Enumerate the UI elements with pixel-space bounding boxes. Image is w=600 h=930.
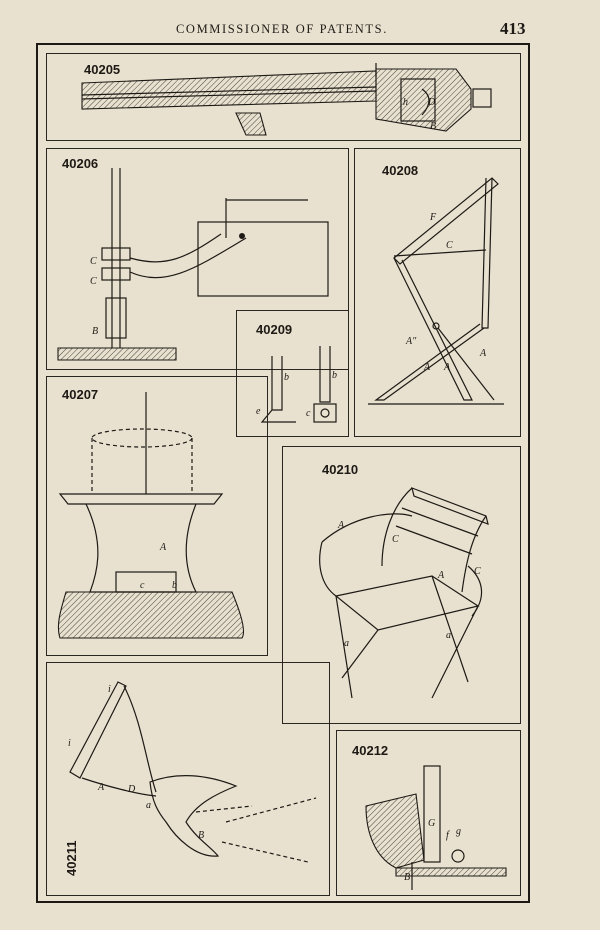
label-40209-b2: b <box>332 370 337 381</box>
figure-number-40206: 40206 <box>62 156 99 171</box>
figure-number-40205: 40205 <box>84 62 121 77</box>
label-40209-c: c <box>306 408 311 419</box>
label-40205-B: B <box>430 121 436 132</box>
figure-panel-40210 <box>282 446 521 724</box>
drawing-40210-chair: A C A C a a <box>319 487 489 699</box>
label-40207-c: c <box>140 580 145 591</box>
figure-panel-40207 <box>46 376 268 656</box>
label-40206-C2: C <box>90 276 97 287</box>
figure-number-40212: 40212 <box>352 743 389 758</box>
page-number: 413 <box>500 19 526 38</box>
label-40211-A: A <box>97 782 105 793</box>
figure-panel-40206 <box>46 148 349 370</box>
figure-panel-40205 <box>46 53 521 141</box>
drawing-40212-detail: G f g B <box>365 765 507 890</box>
label-40206-B: B <box>92 326 98 337</box>
drawing-40208-frame: F C A" A A A <box>368 177 504 405</box>
figure-panel-40209 <box>236 310 349 437</box>
label-40205-h: h <box>403 97 408 108</box>
figure-panel-40211 <box>46 662 330 896</box>
label-40212-B: B <box>404 872 410 883</box>
label-40208-F: F <box>429 212 437 223</box>
figure-panel-40212 <box>336 730 521 896</box>
figure-panel-40208 <box>354 148 521 437</box>
label-40209-b1: b <box>284 372 289 383</box>
label-40208-C: C <box>446 240 453 251</box>
label-40210-C1: C <box>392 534 399 545</box>
label-40208-A2: A <box>443 362 451 373</box>
label-40210-a2: a <box>446 630 451 641</box>
label-40211-B: B <box>198 830 204 841</box>
label-40212-G: G <box>428 818 435 829</box>
label-40207-b: b <box>172 580 177 591</box>
plate-frame <box>36 43 530 903</box>
drawing-40206-apparatus: C C B <box>57 168 329 361</box>
drawing-40209-detail: b b e c <box>256 346 337 423</box>
label-40210-a1: a <box>344 638 349 649</box>
label-40212-g: g <box>456 826 461 837</box>
label-40210-A1: A <box>337 520 345 531</box>
label-40211-i1: i <box>108 684 111 695</box>
drawing-40207-lamp: A c b <box>57 392 245 639</box>
label-40211-a: a <box>146 800 151 811</box>
label-40208-A1: A <box>423 362 431 373</box>
label-40210-C2: C <box>474 566 481 577</box>
running-header: COMMISSIONER OF PATENTS. <box>176 22 388 36</box>
figure-number-40208: 40208 <box>382 163 419 178</box>
figure-number-40210: 40210 <box>322 462 359 477</box>
label-40208-A-double: A" <box>405 336 417 347</box>
label-40206-C1: C <box>90 256 97 267</box>
label-40211-D: D <box>127 784 136 795</box>
figure-number-40209: 40209 <box>256 322 293 337</box>
drawing-40205-barrel: h D B <box>81 63 492 136</box>
label-40212-f: f <box>446 830 450 841</box>
label-40205-D: D <box>427 97 436 108</box>
drawing-40211-tool: i i A D a B <box>68 681 317 863</box>
figure-number-40207: 40207 <box>62 387 99 402</box>
label-40211-i2: i <box>68 738 71 749</box>
label-40208-A3: A <box>479 348 487 359</box>
label-40207-A: A <box>159 542 167 553</box>
label-40210-A2: A <box>437 570 445 581</box>
label-40209-e: e <box>256 406 261 417</box>
